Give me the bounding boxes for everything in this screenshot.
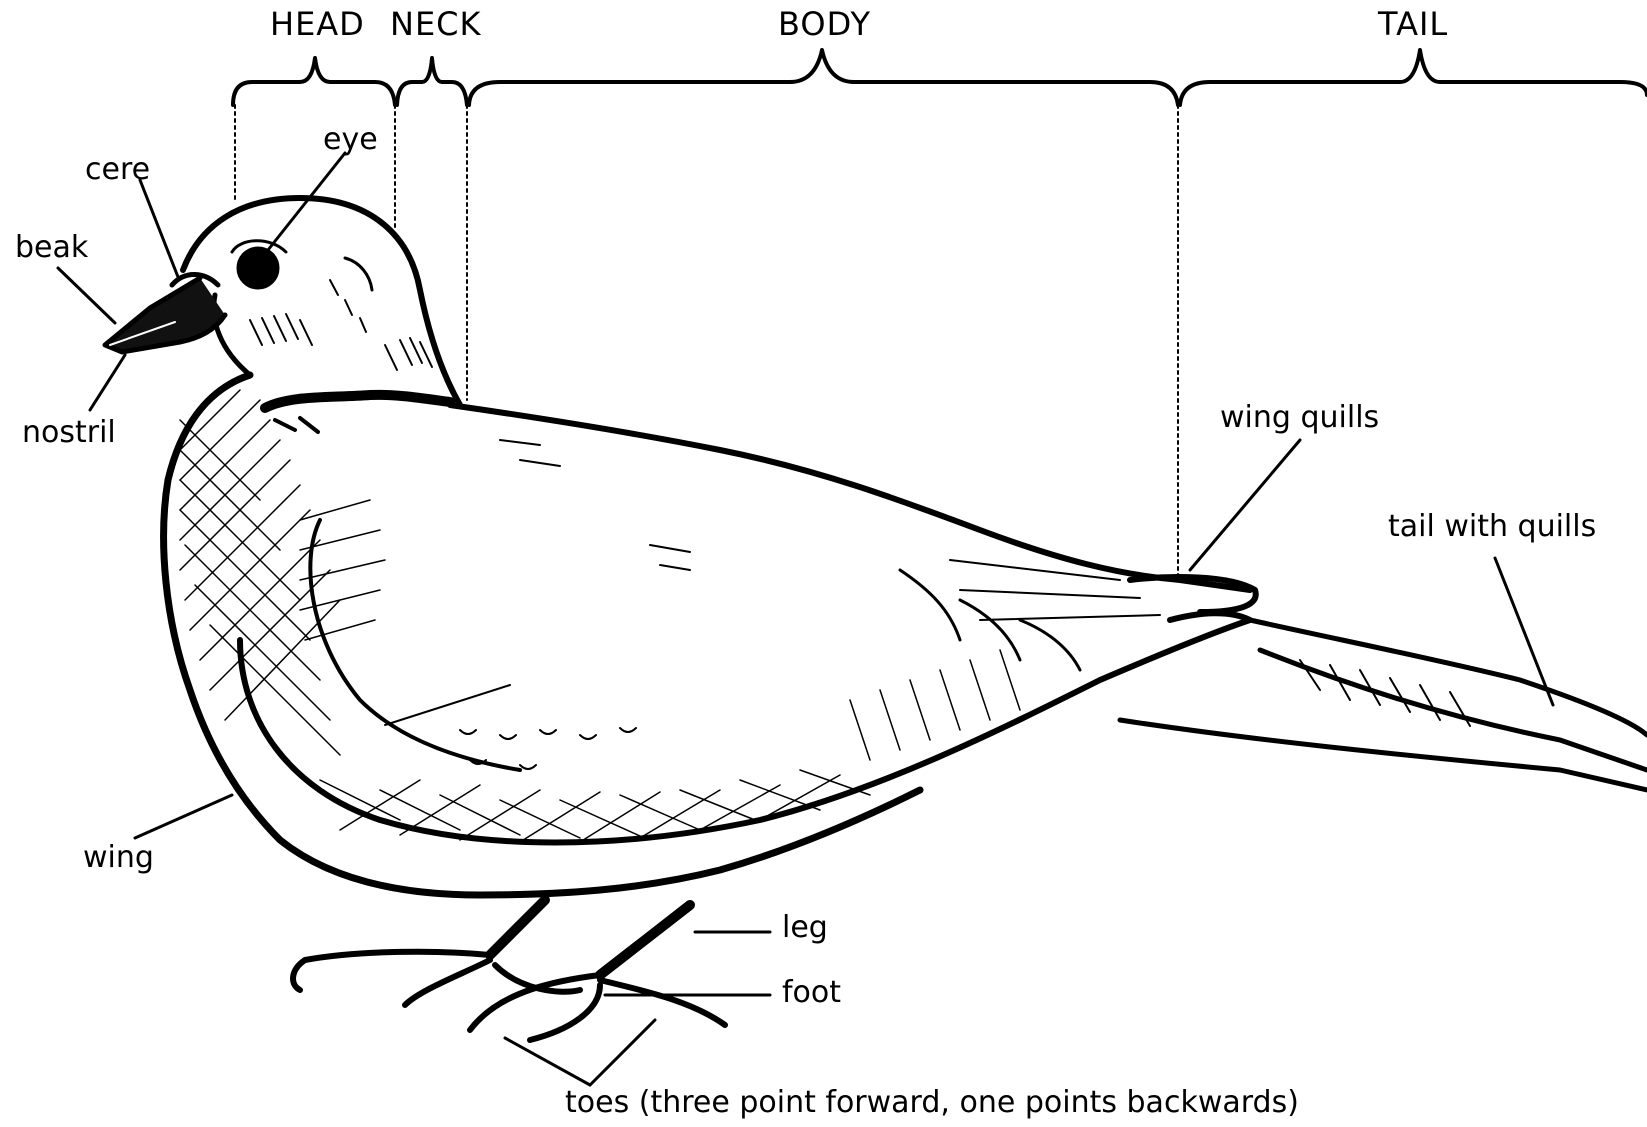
label-wing: wing — [83, 843, 154, 873]
neck-brace — [397, 58, 467, 105]
section-label-head: HEAD — [270, 8, 365, 40]
body-line — [385, 685, 510, 725]
section-label-body: BODY — [778, 8, 871, 40]
label-beak: beak — [15, 233, 88, 263]
label-wing-quills: wing quills — [1220, 403, 1379, 433]
body-brace — [469, 50, 1178, 105]
neck-shading — [250, 280, 432, 370]
section-dividers — [235, 105, 1178, 580]
pigeon-back — [450, 405, 1250, 590]
label-nostril: nostril — [22, 418, 116, 448]
tail-brace — [1180, 50, 1647, 105]
label-tail-with-quills: tail with quills — [1388, 512, 1596, 542]
pigeon-head — [183, 198, 460, 405]
head-brace — [233, 58, 395, 105]
label-eye: eye — [323, 125, 378, 155]
pigeon-breast — [164, 375, 920, 895]
section-label-tail: TAIL — [1378, 8, 1448, 40]
section-label-neck: NECK — [390, 8, 481, 40]
pigeon-wing — [240, 613, 1250, 842]
pigeon-eye — [238, 248, 278, 288]
label-leg: leg — [782, 913, 828, 943]
pigeon-leg-back — [490, 900, 545, 955]
neck-collar — [265, 395, 450, 408]
pigeon-leg-front — [600, 905, 690, 975]
leader-lines — [58, 153, 1553, 1085]
label-cere: cere — [85, 155, 150, 185]
label-foot: foot — [782, 978, 841, 1008]
label-toes: toes (three point forward, one points ba… — [565, 1088, 1299, 1118]
pigeon-tail — [1120, 620, 1647, 790]
feather-scallops — [460, 440, 690, 769]
